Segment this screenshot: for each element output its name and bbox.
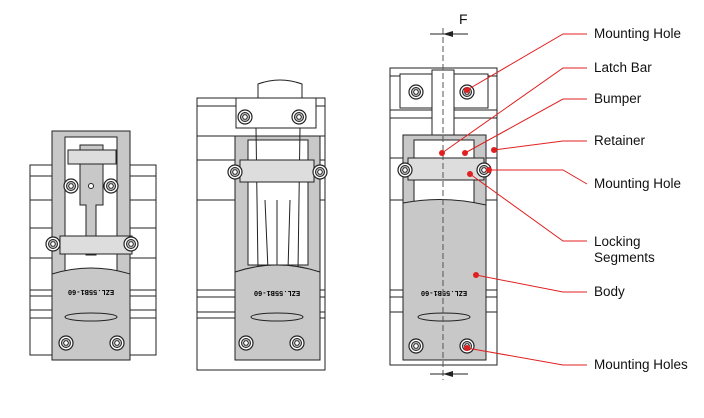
engraving-text: EZL.55B1-60 [254,288,300,296]
clamp-view-open: EZL.55B1-60 [196,79,328,371]
label-bumper: Bumper [594,91,642,106]
label-body: Body [594,284,625,299]
clamp-view-labeled: EZL.55B1-60 F [389,11,498,380]
label-locking-segments: Locking Segments [594,234,655,265]
label-mounting-holes: Mounting Holes [594,357,688,372]
force-arrow-bottom [430,371,468,377]
force-label: F [459,11,468,27]
label-retainer: Retainer [594,133,646,148]
label-mounting-hole-side: Mounting Hole [594,176,682,191]
leader-lines [441,33,588,366]
clamp-view-closed: EZL.55B1-60 [29,130,157,361]
force-arrow-top [430,31,468,37]
leader-dots [439,87,497,351]
label-latch-bar: Latch Bar [594,60,652,75]
engraving-text: EZL.55B1-60 [68,287,114,295]
label-mounting-hole-top: Mounting Hole [594,26,682,41]
engraving-text: EZL.55B1-60 [421,288,467,296]
